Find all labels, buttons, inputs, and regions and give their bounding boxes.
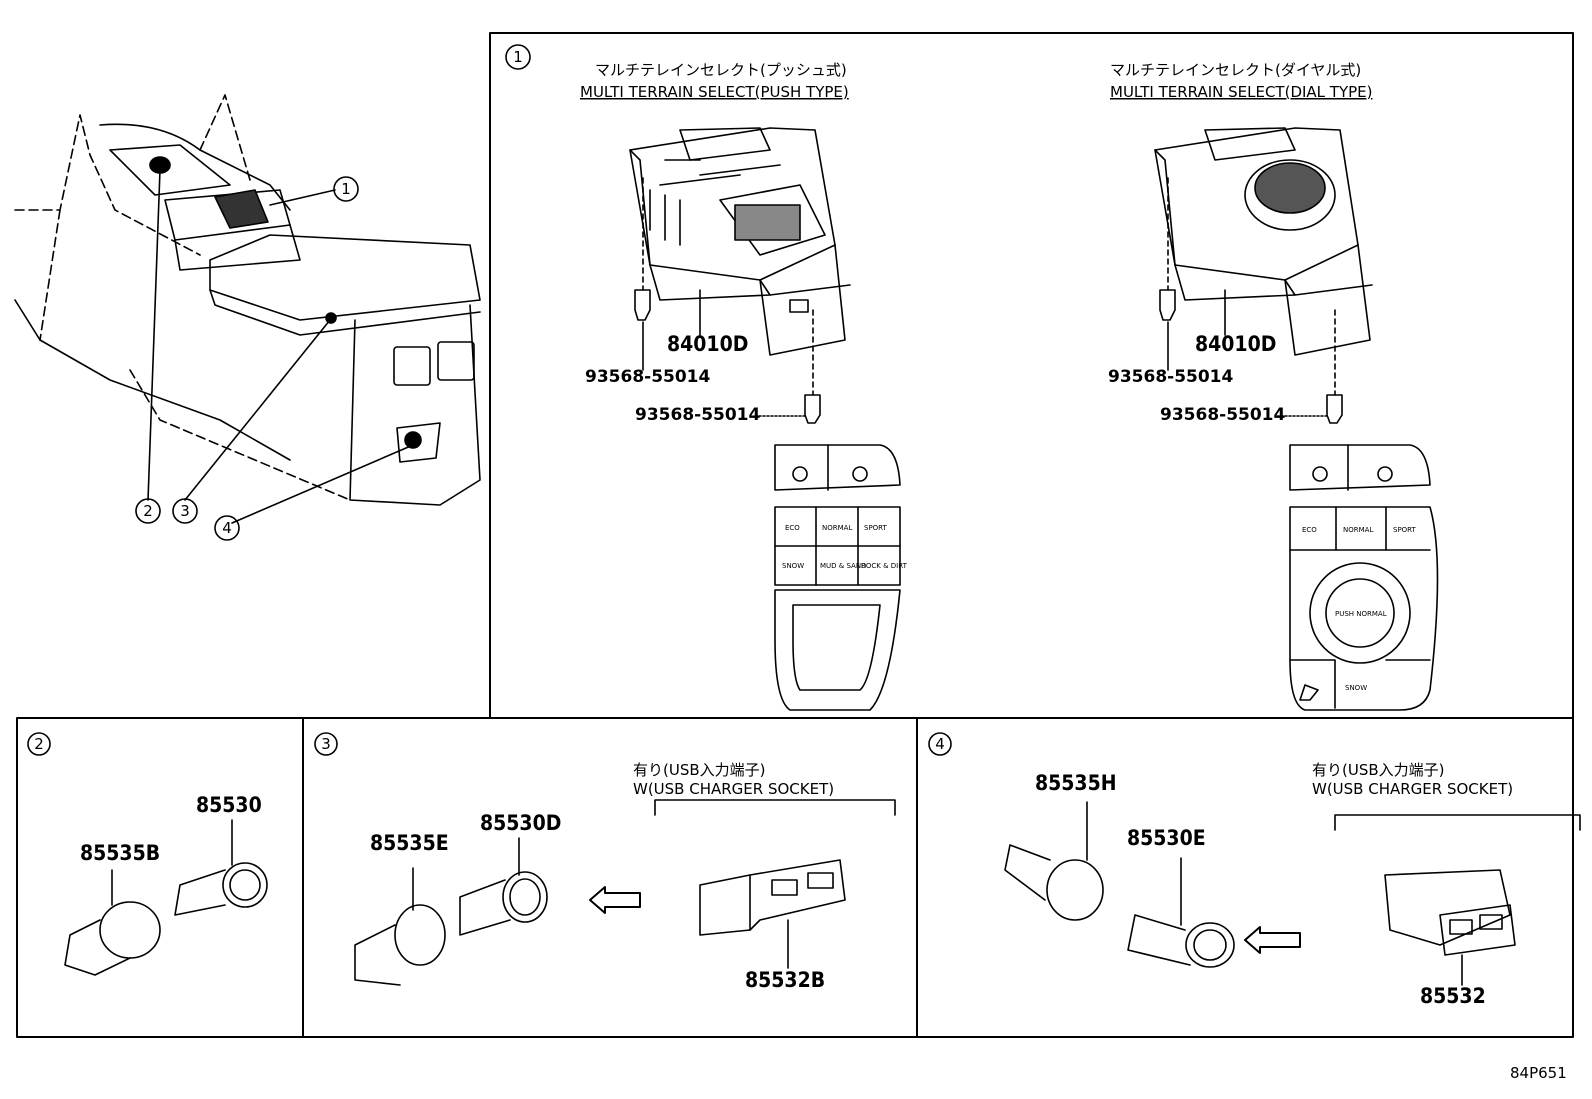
dial-btn-eco: ECO [1302, 526, 1317, 534]
panel3-callout: 3 [321, 735, 331, 753]
panel4-illustration [1004, 801, 1581, 986]
push-btn-snow: SNOW [782, 562, 804, 570]
panel4-callout: 4 [935, 735, 945, 753]
console-overview [14, 44, 952, 756]
push-title-en: MULTI TERRAIN SELECT(PUSH TYPE) [580, 83, 849, 101]
panel3-illustration [354, 799, 896, 986]
push-type-switch-illustration [629, 127, 901, 711]
dial-part-number: 84010D [1195, 332, 1276, 356]
panel3-note-en: W(USB CHARGER SOCKET) [633, 780, 834, 798]
panel3-part-c: 85532B [745, 968, 825, 992]
panel2-part-a: 85535B [80, 841, 160, 865]
push-part-number: 84010D [667, 332, 748, 356]
dial-screw-bottom: 93568-55014 [1160, 405, 1286, 425]
callout-4: 4 [222, 519, 232, 537]
dial-screw-left: 93568-55014 [1108, 367, 1234, 387]
diagram-code: 84P651 [1510, 1064, 1567, 1082]
callout-3: 3 [180, 502, 190, 520]
panel4-part-c: 85532 [1420, 984, 1486, 1008]
panel2-part-b: 85530 [196, 793, 262, 817]
panel2-illustration [64, 819, 268, 976]
panel3-note-jp: 有り(USB入力端子) [633, 761, 766, 779]
panel3-part-b: 85530D [480, 811, 561, 835]
push-btn-eco: ECO [785, 524, 800, 532]
panel4-note-en: W(USB CHARGER SOCKET) [1312, 780, 1513, 798]
push-btn-mud-sand: MUD & SAND [820, 562, 866, 570]
push-btn-rock-dirt: ROCK & DIRT [861, 562, 908, 570]
dial-btn-snow: SNOW [1345, 684, 1367, 692]
panel3-part-a: 85535E [370, 831, 449, 855]
push-screw-left: 93568-55014 [585, 367, 711, 387]
push-screw-bottom: 93568-55014 [635, 405, 761, 425]
panel4-part-a: 85535H [1035, 771, 1117, 795]
push-btn-normal: NORMAL [822, 524, 852, 532]
panel4-note-jp: 有り(USB入力端子) [1312, 761, 1445, 779]
panel4-part-b: 85530E [1127, 826, 1206, 850]
dial-btn-sport: SPORT [1393, 526, 1417, 534]
callout-2: 2 [143, 502, 153, 520]
push-title-jp: マルチテレインセレクト(プッシュ式) [595, 61, 847, 79]
dial-type-switch-illustration [1154, 127, 1439, 711]
dial-title-jp: マルチテレインセレクト(ダイヤル式) [1110, 61, 1361, 79]
dial-btn-normal: NORMAL [1343, 526, 1373, 534]
callout-1: 1 [341, 180, 351, 198]
panel2-callout: 2 [34, 735, 44, 753]
panel-frames [16, 32, 1574, 1038]
push-btn-sport: SPORT [864, 524, 888, 532]
panel1-callout: 1 [513, 48, 523, 66]
dial-title-en: MULTI TERRAIN SELECT(DIAL TYPE) [1110, 83, 1373, 101]
dial-btn-push-normal: PUSH NORMAL [1335, 610, 1387, 618]
